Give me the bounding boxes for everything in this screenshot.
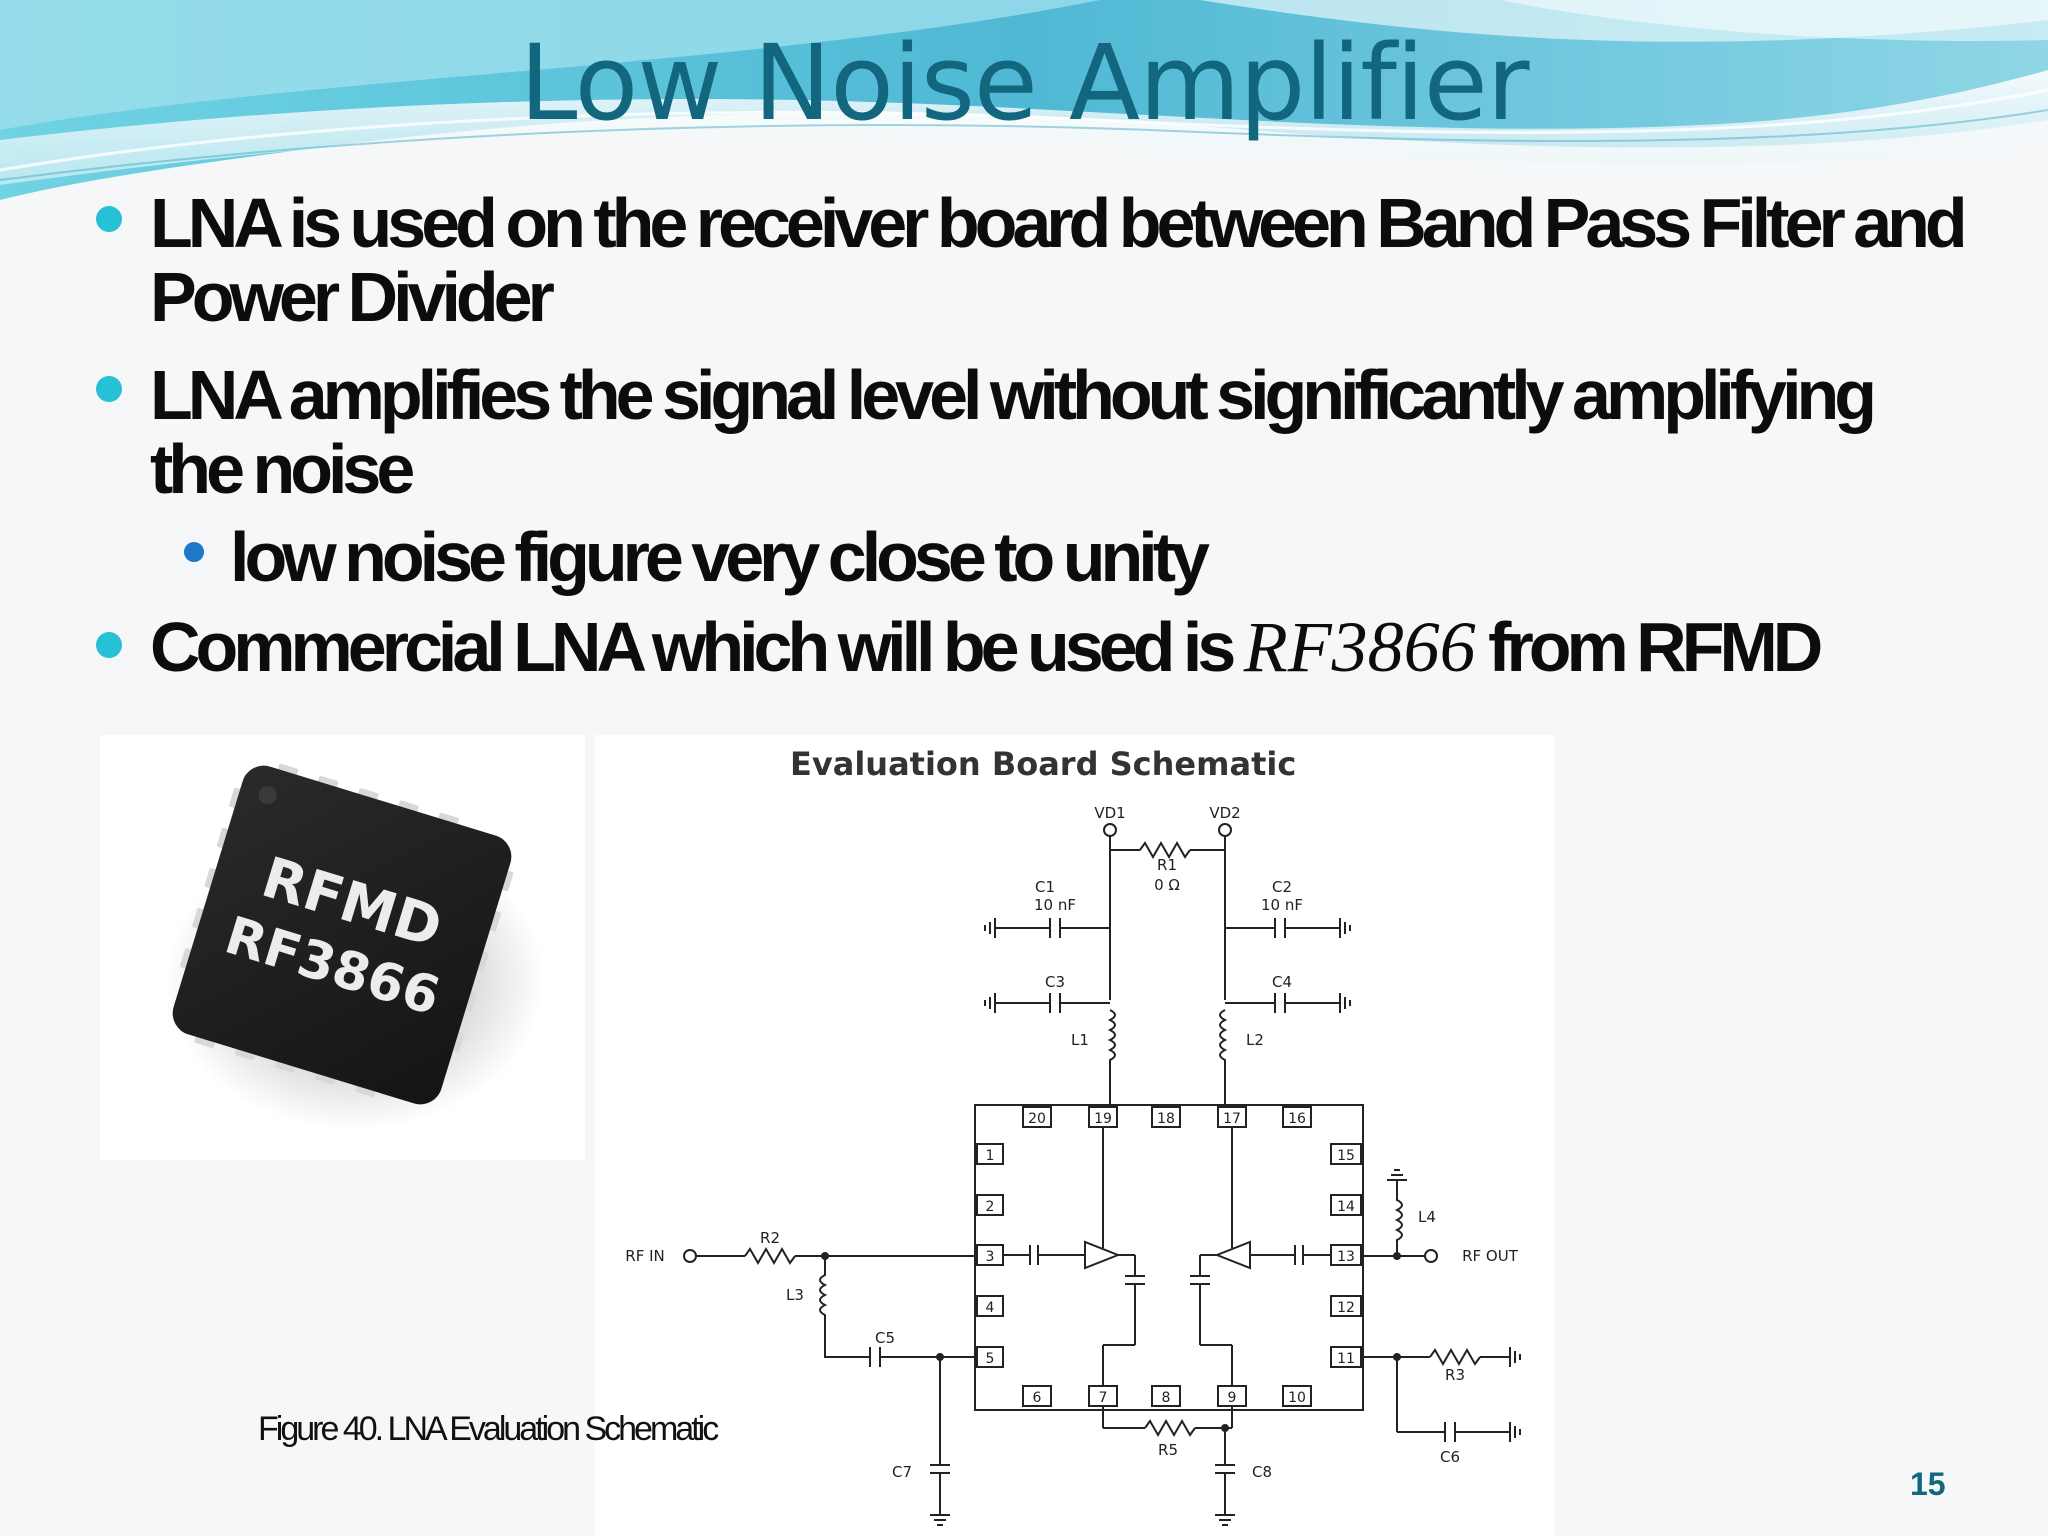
- pin-12: 12: [1337, 1300, 1355, 1316]
- label-vd2: VD2: [1209, 804, 1240, 822]
- label-l4: L4: [1418, 1208, 1436, 1226]
- chip-photo: RFMD RF3866: [100, 735, 585, 1160]
- pin-7: 7: [1099, 1390, 1108, 1406]
- label-c2-value: 10 nF: [1261, 896, 1303, 914]
- pin-15: 15: [1337, 1148, 1355, 1164]
- pin-14: 14: [1337, 1199, 1355, 1215]
- pin-1: 1: [986, 1148, 995, 1164]
- bullet-dot: [96, 632, 122, 658]
- bullet-1-line-2: Power Divider: [150, 258, 555, 336]
- bullet-1: LNA is used on the receiver board betwee…: [150, 184, 1968, 336]
- label-c1: C1: [1035, 878, 1055, 896]
- pin-19: 19: [1094, 1111, 1112, 1127]
- bullet-3-prefix: Commercial LNA which will be used is: [150, 608, 1244, 686]
- pin-16: 16: [1288, 1111, 1306, 1127]
- page-number: 15: [1910, 1466, 1946, 1502]
- label-c3: C3: [1045, 973, 1065, 991]
- pin-18: 18: [1157, 1111, 1175, 1127]
- label-c1-value: 10 nF: [1034, 896, 1076, 914]
- bullet-3: Commercial LNA which will be used is RF3…: [150, 607, 1823, 687]
- label-r1: R1: [1157, 856, 1177, 874]
- pin-13: 13: [1337, 1249, 1355, 1265]
- pin-20: 20: [1028, 1111, 1046, 1127]
- label-r1-value: 0 Ω: [1154, 876, 1180, 894]
- pin-3: 3: [986, 1249, 995, 1265]
- label-l3: L3: [786, 1286, 804, 1304]
- bullet-2: LNA amplifies the signal level without s…: [150, 356, 1877, 508]
- label-c8: C8: [1252, 1463, 1272, 1481]
- pin-8: 8: [1162, 1390, 1171, 1406]
- pin-4: 4: [986, 1300, 995, 1316]
- pin-6: 6: [1033, 1390, 1042, 1406]
- label-r5: R5: [1158, 1441, 1178, 1459]
- sub-bullet-dot: [184, 542, 204, 562]
- pin-9: 9: [1228, 1390, 1237, 1406]
- slide-title: Low Noise Amplifier: [519, 22, 1530, 144]
- pin-2: 2: [986, 1199, 995, 1215]
- bullet-dot: [96, 206, 122, 232]
- label-vd1: VD1: [1094, 804, 1125, 822]
- label-c4: C4: [1272, 973, 1292, 991]
- label-c6: C6: [1440, 1448, 1460, 1466]
- label-r2: R2: [760, 1229, 780, 1247]
- sub-bullet-1: low noise figure very close to unity: [230, 518, 1210, 596]
- label-c2: C2: [1272, 878, 1292, 896]
- bullet-2-line-2: the noise: [150, 430, 415, 508]
- label-rf-out: RF OUT: [1462, 1247, 1519, 1265]
- part-number: RF3866: [1243, 607, 1476, 687]
- figure-caption: Figure 40. LNA Evaluation Schematic: [258, 1410, 719, 1448]
- label-r3: R3: [1445, 1366, 1465, 1384]
- label-rf-in: RF IN: [625, 1247, 664, 1265]
- bullet-dot: [96, 376, 122, 402]
- pin-17: 17: [1223, 1111, 1241, 1127]
- schematic-panel: VD1 VD2 R1 0 Ω C1 10 nF: [595, 735, 1555, 1536]
- label-c5: C5: [875, 1329, 895, 1347]
- schematic-title: Evaluation Board Schematic: [790, 745, 1297, 783]
- pin-11: 11: [1337, 1351, 1355, 1367]
- header-wave-decoration: [0, 0, 2048, 200]
- pin-10: 10: [1288, 1390, 1306, 1406]
- label-l1: L1: [1071, 1031, 1089, 1049]
- pin-5: 5: [986, 1351, 995, 1367]
- label-c7: C7: [892, 1463, 912, 1481]
- bullet-2-line-1: LNA amplifies the signal level without s…: [150, 356, 1877, 434]
- bullet-3-suffix: from RFMD: [1475, 608, 1823, 686]
- bullet-1-line-1: LNA is used on the receiver board betwee…: [150, 184, 1968, 262]
- label-l2: L2: [1246, 1031, 1264, 1049]
